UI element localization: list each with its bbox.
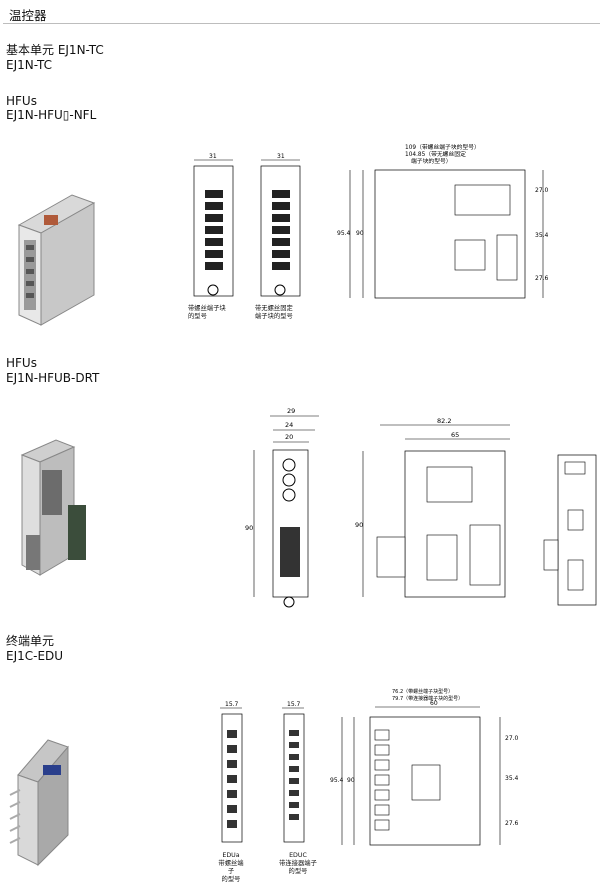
edu-caption-c-1: EDUC bbox=[289, 852, 307, 859]
hfub-rear-view bbox=[543, 454, 597, 606]
edu-front-views: 15.7 15.7 bbox=[220, 701, 305, 843]
dim-r1: 27.0 bbox=[535, 187, 549, 194]
dim-width-left: 31 bbox=[209, 153, 217, 160]
edu-model: EJ1C-EDU bbox=[6, 649, 64, 663]
dim-hfub-d1: 82.2 bbox=[437, 417, 451, 425]
hfu-model: EJ1N-HFU▯-NFL bbox=[6, 108, 97, 122]
dim-hfub-d2: 65 bbox=[451, 431, 459, 439]
dim-alt2: 端子块的型号） bbox=[411, 157, 452, 165]
hfu-heading: HFUs bbox=[6, 94, 37, 108]
hfub-front-view: 29 24 20 90 bbox=[245, 407, 319, 608]
dim-edu-w-a: 15.7 bbox=[225, 701, 239, 708]
page-title: 温控器 bbox=[9, 8, 47, 23]
dim-r3: 27.6 bbox=[535, 275, 549, 282]
dim-edu-d: 60 bbox=[430, 700, 438, 707]
dim-r2: 35.4 bbox=[535, 232, 549, 239]
dim-hfub-h: 90 bbox=[245, 524, 253, 532]
edu-product-photo bbox=[9, 739, 69, 867]
dim-edu-r1: 27.0 bbox=[505, 735, 519, 742]
dim-overall: 109（带螺丝端子块的型号） bbox=[405, 143, 480, 151]
dim-edu-r2: 35.4 bbox=[505, 775, 519, 782]
dim-hfub-w3: 20 bbox=[285, 433, 293, 441]
title-divider bbox=[3, 23, 600, 24]
dim-width-right: 31 bbox=[277, 153, 285, 160]
edu-heading: 终端单元 bbox=[6, 634, 55, 648]
hfub-side-view: 82.2 65 90 bbox=[355, 417, 510, 598]
edu-caption-a-1: EDUa bbox=[222, 852, 240, 859]
hfu-caption-left-2: 的型号 bbox=[188, 313, 207, 320]
hfu-product-photo bbox=[17, 194, 96, 326]
dim-hfub-w1: 29 bbox=[287, 407, 295, 415]
dim-edu-h1: 95.4 bbox=[330, 777, 344, 784]
edu-caption-a-2: 带螺丝端子 bbox=[218, 860, 244, 875]
dim-edu-w-c: 15.7 bbox=[287, 701, 301, 708]
edu-caption-a-3: 的型号 bbox=[221, 876, 241, 883]
hfu-front-views: 31 31 bbox=[193, 153, 301, 297]
dim-h1: 95.4 bbox=[337, 230, 351, 237]
edu-side-view: 76.2（带螺丝端子块型号） 79.7（带连接器端子块的型号） 60 95.4 … bbox=[330, 688, 519, 846]
dim-edu-top1: 76.2（带螺丝端子块型号） bbox=[392, 688, 453, 695]
dim-hfub-w2: 24 bbox=[285, 421, 293, 429]
hfu-caption-right-2: 端子块的型号 bbox=[255, 313, 293, 320]
hfu-caption-left-1: 带螺丝端子块 bbox=[188, 305, 226, 312]
edu-caption-c-3: 的型号 bbox=[288, 868, 308, 875]
dim-hfub-h2: 90 bbox=[355, 521, 363, 529]
edu-caption-c-2: 带连接器端子 bbox=[279, 860, 317, 867]
hfub-model: EJ1N-HFUB-DRT bbox=[6, 371, 100, 385]
hfu-caption-right-1: 带无螺丝固定 bbox=[255, 305, 293, 312]
hfub-heading: HFUs bbox=[6, 356, 37, 370]
basic-unit-heading: 基本单元 EJ1N-TC bbox=[6, 43, 104, 57]
dim-edu-h2: 90 bbox=[347, 777, 355, 784]
dim-alt: 104.85（带无螺丝固定 bbox=[405, 150, 466, 158]
dim-h2: 90 bbox=[356, 230, 364, 237]
hfub-product-photo bbox=[20, 439, 86, 576]
hfu-side-view: 109（带螺丝端子块的型号） 104.85（带无螺丝固定 端子块的型号） 95.… bbox=[337, 143, 549, 299]
dim-edu-top2: 79.7（带连接器端子块的型号） bbox=[392, 695, 463, 702]
basic-unit-model: EJ1N-TC bbox=[6, 58, 52, 72]
dim-edu-r3: 27.6 bbox=[505, 820, 519, 827]
